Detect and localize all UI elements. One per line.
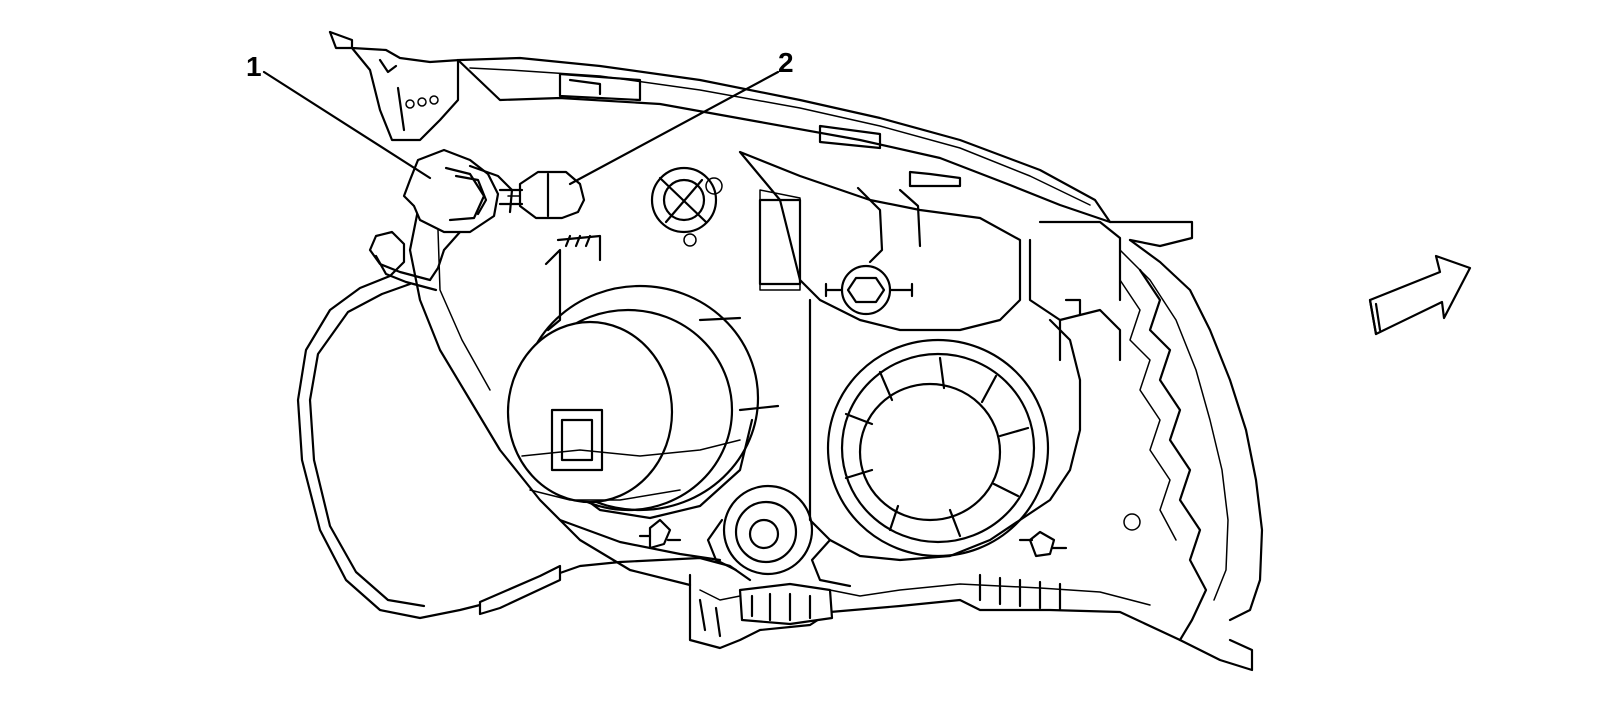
callout-1-label: 1 bbox=[246, 51, 262, 82]
mounting-clips bbox=[638, 518, 1068, 558]
housing-back-plate bbox=[738, 150, 1122, 562]
callout-2-leader bbox=[568, 70, 780, 186]
bulb bbox=[498, 170, 586, 220]
headlamp-housing bbox=[328, 30, 1264, 672]
aim-adjuster bbox=[824, 186, 922, 316]
harness-connector bbox=[738, 582, 834, 626]
callout-2-label: 2 bbox=[778, 47, 794, 78]
callout-1-leader bbox=[262, 70, 432, 180]
wiring-harness bbox=[296, 230, 752, 620]
lower-bulb-socket bbox=[706, 484, 814, 576]
upper-bulb-socket bbox=[650, 166, 723, 247]
bulb-socket-connector bbox=[402, 148, 514, 282]
low-beam-reflector bbox=[506, 234, 780, 520]
orientation-arrow-icon bbox=[1368, 254, 1472, 336]
high-beam-reflector bbox=[810, 338, 1050, 588]
